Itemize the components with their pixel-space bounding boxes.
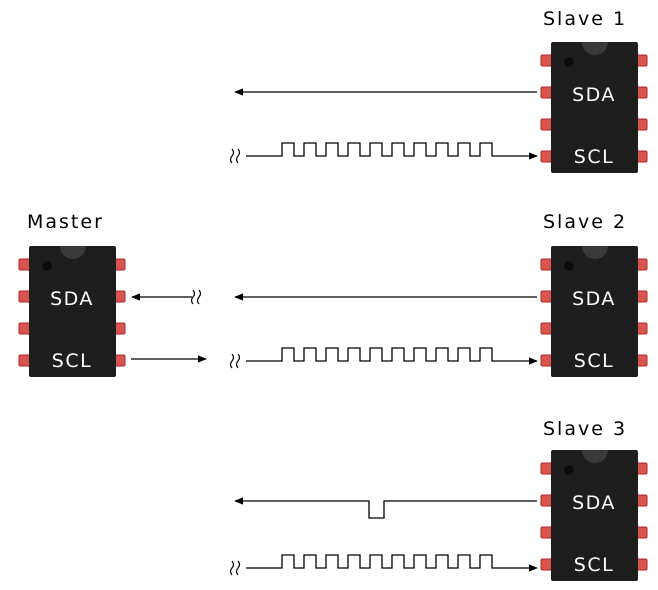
master-chip-body [29, 246, 116, 377]
slave-3-scl-clock [229, 554, 538, 576]
master-title: Master [27, 211, 104, 233]
slave-3-chip: SDA SCL [540, 450, 648, 581]
bus-break-icon [229, 560, 235, 576]
slave-2-scl-label: SCL [574, 350, 614, 372]
chip-notch [582, 42, 608, 55]
slave-1-scl-label: SCL [574, 146, 614, 168]
slave-2-chip: SDA SCL [540, 246, 648, 377]
chip-notch [582, 450, 608, 463]
slave-3-scl-label: SCL [574, 554, 614, 576]
master-sda-stub [131, 289, 202, 305]
slave-2-sda-label: SDA [572, 288, 616, 310]
scl-clock-waveform [246, 142, 538, 160]
slave-1-sda-label: SDA [572, 84, 616, 106]
slave-3-chip-body [551, 450, 638, 581]
pin1-indicator-dot [564, 465, 574, 475]
slave-3-title: Slave 3 [543, 418, 628, 440]
slave-1-chip: SDA SCL [540, 42, 648, 173]
pin1-indicator-dot [42, 261, 52, 271]
pin1-indicator-dot [564, 57, 574, 67]
bus-break-icon [229, 148, 235, 164]
master-chip: SDA SCL [18, 246, 126, 377]
slave-2-scl-clock [229, 347, 538, 369]
slave-2-chip-body [551, 246, 638, 377]
pin1-indicator-dot [564, 261, 574, 271]
chip-notch [582, 246, 608, 259]
bus-break-icon [235, 148, 241, 164]
slave-3-sda-label: SDA [572, 492, 616, 514]
slave-3-sda-line-with-ack-pulse [234, 497, 537, 519]
bus-break-icon [190, 289, 196, 305]
slave-1-title: Slave 1 [543, 8, 628, 30]
master-sda-label: SDA [50, 288, 94, 310]
bus-break-icon [235, 560, 241, 576]
bus-break-icon [229, 353, 235, 369]
chip-notch [60, 246, 86, 259]
slave-1-scl-clock [229, 142, 538, 164]
bus-break-icon [196, 289, 202, 305]
slave-1-chip-body [551, 42, 638, 173]
bus-break-icon [235, 353, 241, 369]
master-scl-label: SCL [52, 350, 92, 372]
scl-clock-waveform [246, 554, 538, 572]
slave-2-title: Slave 2 [543, 211, 628, 233]
scl-clock-waveform [246, 347, 538, 365]
